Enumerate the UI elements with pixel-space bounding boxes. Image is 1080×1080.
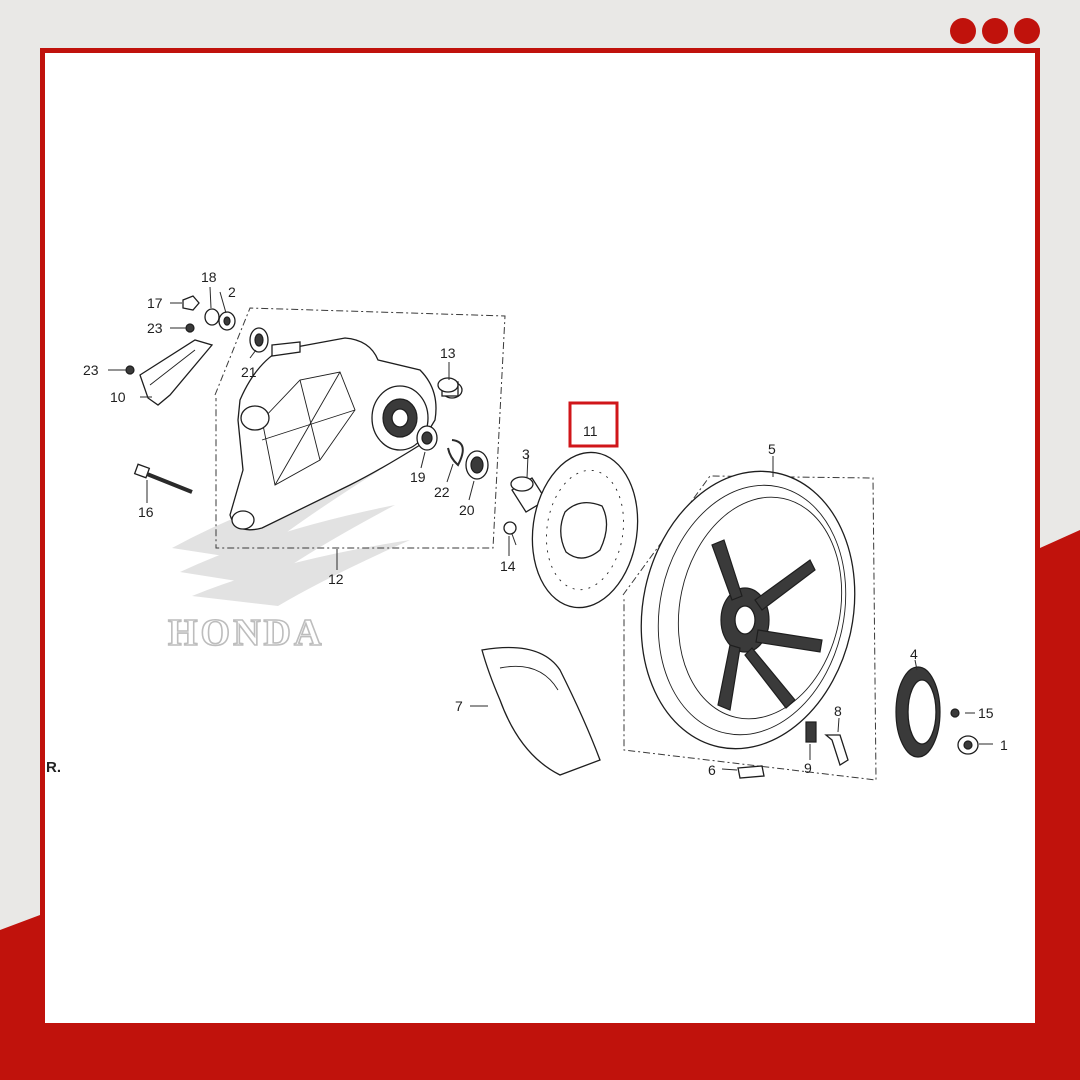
part-16-pivot-bolt — [133, 463, 193, 494]
edge-text: R. — [46, 759, 61, 776]
swingarm-part — [229, 337, 437, 531]
part-1-bearing — [957, 735, 979, 755]
part-21-seal — [249, 327, 269, 353]
callout-8: 8 — [834, 703, 842, 719]
part-9-nut — [805, 721, 817, 743]
part-2-bearing — [218, 311, 236, 331]
part-14-bolt — [503, 521, 517, 546]
callout-4: 4 — [910, 646, 918, 662]
part-18-collar — [204, 308, 220, 326]
part-4-sprocket — [895, 666, 941, 758]
callout-20: 20 — [459, 502, 475, 518]
part-13-bushing — [437, 377, 463, 399]
callout-15: 15 — [978, 705, 994, 721]
callout-23-upper: 23 — [147, 320, 163, 336]
callout-7: 7 — [455, 698, 463, 714]
callout-18: 18 — [201, 269, 217, 285]
callout-16: 16 — [138, 504, 154, 520]
red-band-bottom — [0, 1028, 1080, 1080]
part-22-circlip — [447, 439, 464, 467]
part-6-balance-weight — [737, 765, 765, 779]
more-dots-icon[interactable] — [948, 16, 1044, 46]
part-10-chain-guard — [139, 339, 214, 406]
callout-3: 3 — [522, 446, 530, 462]
part-5-wheel — [640, 470, 856, 750]
callout-22: 22 — [434, 484, 450, 500]
part-19-bearing — [416, 425, 438, 451]
dot — [1014, 18, 1040, 44]
callout-19: 19 — [410, 469, 426, 485]
part-23-bolt-upper — [185, 323, 195, 333]
callout-2: 2 — [228, 284, 236, 300]
callout-10: 10 — [110, 389, 126, 405]
honda-watermark-text: HONDA — [168, 612, 324, 654]
callout-23-lower: 23 — [83, 362, 99, 378]
callout-5: 5 — [768, 441, 776, 457]
callout-labels: 1 2 3 4 5 6 7 8 9 10 11 12 13 14 15 16 1… — [83, 269, 1008, 778]
part-23-bolt-lower — [125, 365, 135, 375]
callout-11: 11 — [583, 423, 598, 439]
diagram-panel: HONDA — [40, 48, 1040, 1028]
part-8-valve-stem — [824, 734, 849, 766]
callout-9: 9 — [804, 760, 812, 776]
wheel-group-outline — [622, 475, 877, 781]
callout-21: 21 — [241, 364, 257, 380]
leader-lines — [108, 286, 993, 771]
dot — [950, 18, 976, 44]
callout-1: 1 — [1000, 737, 1008, 753]
callout-12: 12 — [328, 571, 344, 587]
red-band-right — [1040, 530, 1080, 1080]
exploded-parts-diagram: HONDA — [46, 269, 1008, 781]
callout-17: 17 — [147, 295, 163, 311]
callout-13: 13 — [440, 345, 456, 361]
swingarm-group-outline — [214, 307, 506, 549]
dot — [982, 18, 1008, 44]
callout-6: 6 — [708, 762, 716, 778]
part-17-nut — [182, 295, 200, 311]
callout-14: 14 — [500, 558, 516, 574]
part-15-bolt — [950, 708, 960, 718]
part-7-mudguard — [481, 646, 601, 776]
highlight-box-part-11 — [568, 401, 619, 448]
part-20-oil-seal — [465, 450, 489, 480]
part-11-brake-disc — [531, 451, 639, 609]
